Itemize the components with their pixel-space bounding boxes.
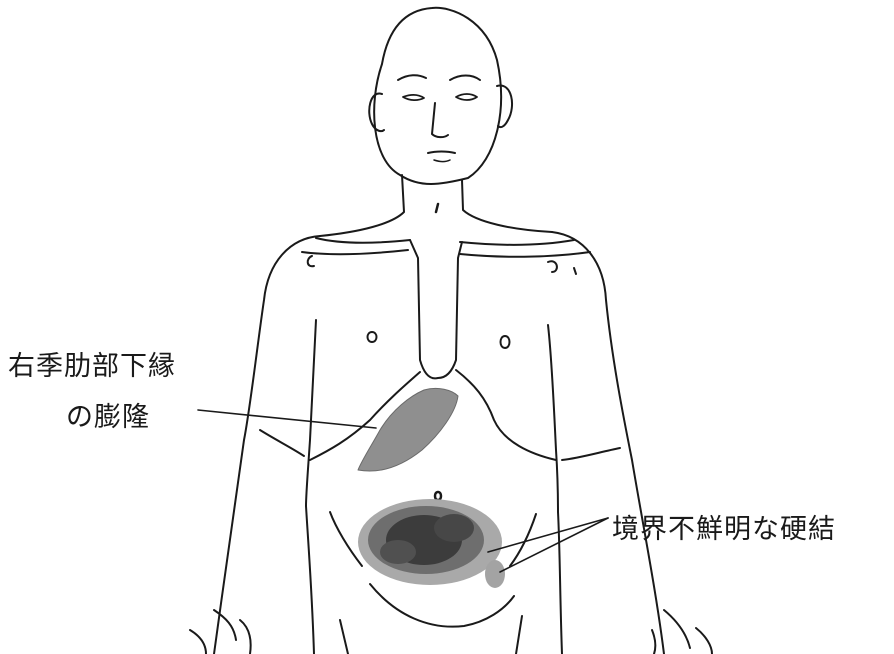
- torso-right-side: [548, 325, 558, 512]
- left-ear: [369, 94, 384, 132]
- left-hip: [306, 506, 314, 654]
- right-thigh: [516, 616, 522, 654]
- nose: [432, 103, 448, 137]
- right-hip: [558, 512, 562, 654]
- right-clavicle: [460, 240, 574, 245]
- small-nodule: [485, 560, 505, 588]
- abdominal-mass: [358, 499, 502, 585]
- right-eyebrow: [450, 76, 480, 81]
- head-outline: [374, 8, 501, 184]
- left-clavicle-lower: [302, 250, 408, 254]
- right-rib-margin: [456, 370, 556, 460]
- left-nipple: [368, 332, 377, 342]
- right-inner-arm: [562, 448, 620, 460]
- right-nipple: [501, 336, 510, 348]
- left-hand: [190, 610, 251, 654]
- left-inguinal: [330, 512, 362, 566]
- right-shoulder-mark: [574, 268, 576, 274]
- left-thigh: [340, 620, 348, 654]
- left-shoulder-arm: [214, 236, 320, 654]
- leader-mass-1: [488, 518, 608, 552]
- right-shoulder-arm: [552, 232, 664, 654]
- label-liver-line1: 右季肋部下縁: [8, 344, 176, 383]
- right-eye: [456, 94, 477, 100]
- neck-right: [462, 180, 552, 232]
- neck-left: [320, 175, 404, 236]
- left-inner-arm: [260, 430, 304, 456]
- navel: [435, 492, 441, 500]
- leader-liver: [198, 410, 376, 428]
- lower-lip: [434, 160, 450, 162]
- torso-left-side: [306, 320, 316, 506]
- right-shoulder-joint: [548, 261, 557, 272]
- left-eye: [403, 95, 424, 100]
- right-clavicle-lower: [460, 252, 590, 257]
- left-shoulder-joint: [308, 256, 314, 266]
- throat-mark: [436, 204, 438, 212]
- sternum: [410, 240, 462, 378]
- mouth: [428, 152, 455, 154]
- left-clavicle: [316, 238, 410, 243]
- label-liver-line2: の膨隆: [66, 395, 150, 434]
- label-mass: 境界不鮮明な硬結: [612, 507, 836, 546]
- leader-mass-2: [500, 518, 608, 572]
- lower-abdomen-curve: [370, 584, 514, 627]
- left-eyebrow: [398, 75, 426, 80]
- liver-bulge-shading: [358, 388, 458, 471]
